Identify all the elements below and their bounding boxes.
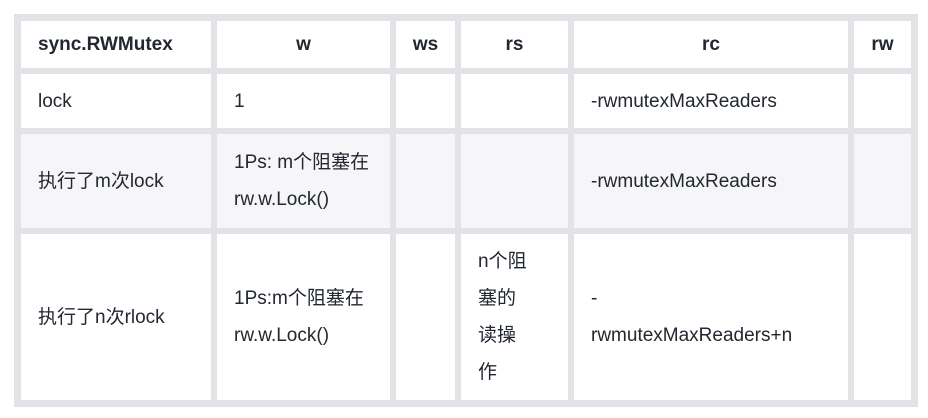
table-cell — [854, 234, 911, 400]
table-cell — [396, 134, 455, 228]
table-cell — [396, 74, 455, 128]
column-header-rc: rc — [574, 21, 848, 68]
table-cell — [461, 134, 568, 228]
table-cell: lock — [21, 74, 211, 128]
table-cell: 1Ps: m个阻塞在 rw.w.Lock() — [217, 134, 390, 228]
column-header-rw: rw — [854, 21, 911, 68]
table-cell: -rwmutexMaxReaders — [574, 74, 848, 128]
table-cell: 执行了m次lock — [21, 134, 211, 228]
rwmutex-state-table: sync.RWMutex w ws rs rc rw lock 1 -rwmut… — [14, 14, 918, 407]
table-cell: - rwmutexMaxReaders+n — [574, 234, 848, 400]
table-cell — [461, 74, 568, 128]
table-cell: 1 — [217, 74, 390, 128]
table-cell: 执行了n次rlock — [21, 234, 211, 400]
table-cell: n个阻 塞的 读操 作 — [461, 234, 568, 400]
table-cell — [854, 134, 911, 228]
column-header-ws: ws — [396, 21, 455, 68]
table-cell — [854, 74, 911, 128]
column-header-rs: rs — [461, 21, 568, 68]
column-header-w: w — [217, 21, 390, 68]
table-cell: 1Ps:m个阻塞在 rw.w.Lock() — [217, 234, 390, 400]
column-header-sync-rwmutex: sync.RWMutex — [21, 21, 211, 68]
table-cell — [396, 234, 455, 400]
table-cell: -rwmutexMaxReaders — [574, 134, 848, 228]
